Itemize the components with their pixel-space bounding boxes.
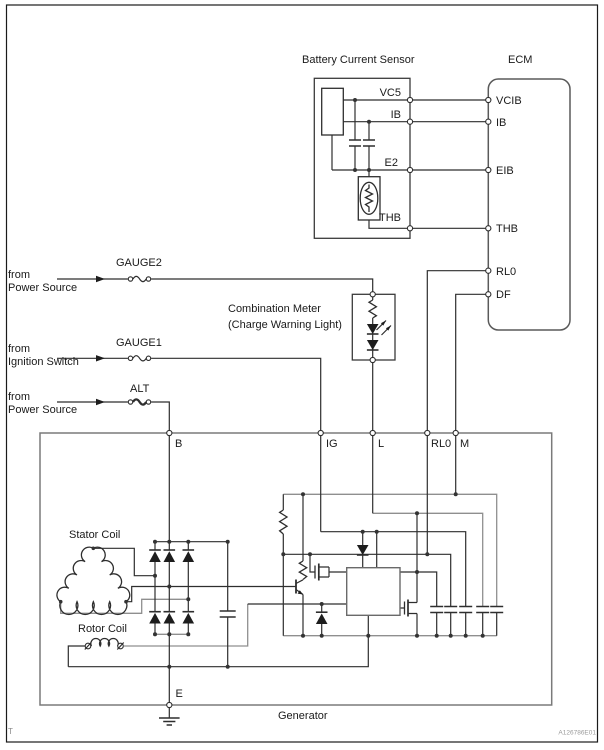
capacitor-icon (430, 605, 504, 614)
fuse-alt-label: ALT (130, 383, 150, 395)
rotor-coil-label: Rotor Coil (78, 623, 127, 635)
thermistor-icon (357, 176, 381, 221)
terminal-b-label: B (175, 438, 182, 450)
arrow-icon (96, 275, 105, 406)
ecm-pin-rl0: RL0 (496, 266, 516, 278)
terminal-ig-label: IG (326, 438, 338, 450)
fusible-link-alt-icon (132, 398, 148, 406)
fuse-gauge2-label: GAUGE2 (116, 257, 162, 269)
feed2-from: from (8, 343, 30, 355)
ecm-pin-df: DF (496, 289, 511, 301)
ecm-pin-vcib: VCIB (496, 95, 522, 107)
mosfet-icon (403, 599, 409, 617)
bcs-pin-vc5: VC5 (380, 87, 401, 99)
charge-warning-lamp-icon (366, 299, 392, 351)
rotor-coil-icon (84, 637, 125, 650)
terminal-l-label: L (378, 438, 384, 450)
ecm-pin-thb: THB (496, 223, 518, 235)
meter-label-line1: Combination Meter (228, 303, 321, 315)
feed1-from: from (8, 269, 30, 281)
feed3-source: Power Source (8, 404, 77, 416)
ecm-pin-ib: IB (496, 117, 506, 129)
zener-diode-icon (315, 611, 328, 624)
generator-label: Generator (278, 710, 328, 722)
terminal-rl0-label: RL0 (431, 438, 451, 450)
mosfet-icon (314, 563, 320, 581)
current-sensor-element (321, 87, 344, 136)
bcs-pin-e2: E2 (385, 157, 398, 169)
feed2-source: Ignition Switch (8, 356, 79, 368)
meter-label-line2: (Charge Warning Light) (228, 319, 342, 331)
fuse-gauge1-icon (132, 355, 147, 362)
ecm-title: ECM (508, 54, 532, 66)
connector-terminals (127, 96, 492, 709)
stator-coil-icon (56, 546, 131, 616)
rectifier-diode-icon (149, 549, 195, 624)
fuse-gauge1-label: GAUGE1 (116, 337, 162, 349)
fuse-gauge2-icon (132, 275, 147, 283)
ecm-box (487, 78, 571, 331)
terminal-e-label: E (176, 688, 183, 700)
bcs-title: Battery Current Sensor (302, 54, 415, 66)
battery-current-sensor-box (313, 77, 411, 239)
doc-code: A126786E01 (558, 730, 596, 737)
ground-icon (159, 717, 180, 726)
terminal-m-label: M (460, 438, 469, 450)
generator-box (39, 432, 553, 706)
bcs-pin-thb: THB (379, 212, 401, 224)
feed1-source: Power Source (8, 282, 77, 294)
capacitor-icon (349, 139, 375, 147)
regulator-ic-box (346, 567, 401, 617)
diode-icon (356, 545, 369, 556)
page-border (5, 4, 599, 743)
page-marker: T (8, 727, 13, 736)
junction-dots (153, 98, 485, 669)
stator-coil-label: Stator Coil (69, 529, 120, 541)
bcs-pin-ib: IB (391, 109, 401, 121)
feed3-from: from (8, 391, 30, 403)
ecm-pin-eib: EIB (496, 165, 514, 177)
transistor-icon (295, 579, 303, 595)
resistor-icon (278, 509, 308, 581)
capacitor-icon (219, 610, 236, 618)
